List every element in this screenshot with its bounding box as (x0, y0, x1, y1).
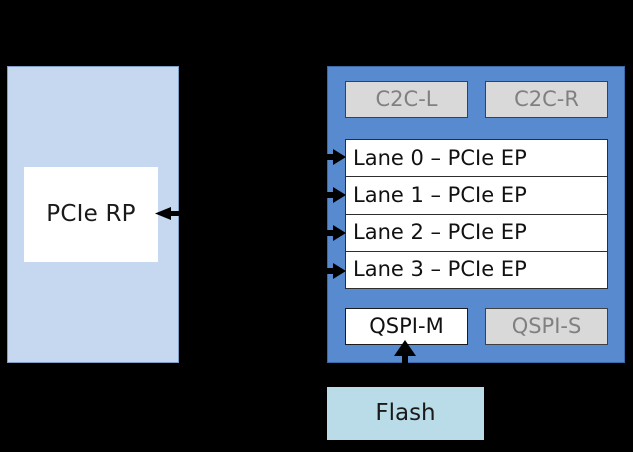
rp-to-lanes-arrow-icon (155, 207, 330, 220)
lane-3-inbound-arrow-icon (326, 263, 346, 279)
flash-to-qspi-arrow-icon (394, 340, 416, 390)
c2c-left-block[interactable]: C2C-L (345, 81, 468, 118)
flash-label: Flash (375, 400, 436, 426)
qspi-slave-label: QSPI-S (511, 314, 582, 338)
lane-stack: Lane 0 – PCIe EP Lane 1 – PCIe EP Lane 2… (345, 139, 608, 289)
lane-row-2[interactable]: Lane 2 – PCIe EP (346, 214, 607, 252)
c2c-right-label: C2C-R (514, 87, 579, 111)
lane-row-3[interactable]: Lane 3 – PCIe EP (346, 251, 607, 288)
lane-1-label: Lane 1 – PCIe EP (353, 182, 527, 207)
lane-row-0[interactable]: Lane 0 – PCIe EP (346, 140, 607, 178)
lane-0-label: Lane 0 – PCIe EP (353, 145, 527, 170)
lane-2-inbound-arrow-icon (326, 225, 346, 241)
c2c-left-label: C2C-L (375, 87, 438, 111)
lane-1-inbound-arrow-icon (326, 187, 346, 203)
lane-2-label: Lane 2 – PCIe EP (353, 220, 527, 245)
lane-3-label: Lane 3 – PCIe EP (353, 257, 527, 282)
pcie-root-port-block[interactable]: PCIe RP (24, 167, 158, 262)
c2c-right-block[interactable]: C2C-R (485, 81, 608, 118)
c2c-row: C2C-L C2C-R (345, 81, 608, 118)
lane-0-inbound-arrow-icon (326, 149, 346, 165)
pcie-root-port-label: PCIe RP (46, 201, 136, 227)
qspi-slave-block[interactable]: QSPI-S (485, 308, 608, 345)
qspi-row: QSPI-M QSPI-S (345, 308, 608, 345)
flash-block[interactable]: Flash (327, 387, 484, 440)
qspi-master-label: QSPI-M (369, 314, 444, 338)
lane-row-1[interactable]: Lane 1 – PCIe EP (346, 177, 607, 215)
